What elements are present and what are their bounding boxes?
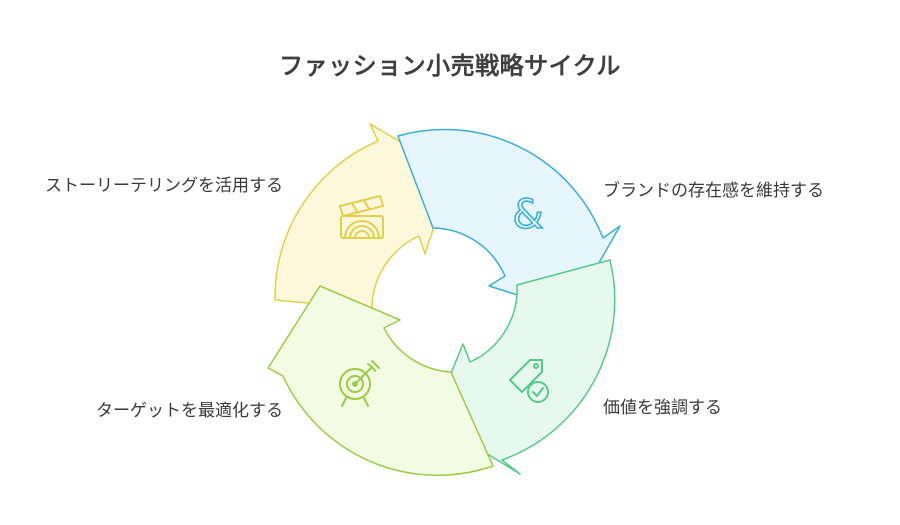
step-label-brand-presence: ブランドの存在感を維持する [603,181,824,201]
cycle-segment-targeting [267,285,494,476]
clapperboard-icon [339,195,384,239]
cycle-segment-brand-presence [397,128,621,313]
target-arrow-icon [339,360,380,407]
step-label-targeting: ターゲットを最適化する [96,401,283,421]
price-tag-check-icon [509,359,549,403]
step-label-value: 価値を強調する [603,398,722,418]
ampersand-icon: & [512,192,543,238]
diagram-title: ファッション小売戦略サイクル [279,52,621,80]
step-label-storytelling: ストーリーテリングを活用する [45,176,283,196]
